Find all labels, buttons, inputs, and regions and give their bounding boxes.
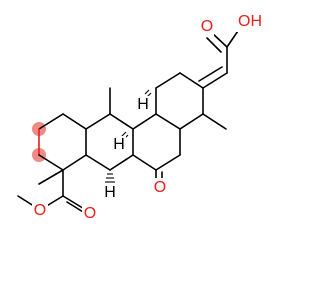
stereo-h-mid-label: H	[113, 136, 125, 153]
bond	[62, 113, 87, 130]
acid-hydroxyl-label: OH	[238, 13, 262, 30]
acid-carbonyl-o-label: O	[201, 18, 213, 35]
atom-ester-carbonyl-o: O	[82, 205, 98, 223]
stereo-h-top-label: H	[137, 96, 149, 113]
atom-ester-ether-o: O	[32, 202, 48, 220]
bond	[155, 113, 181, 130]
ketone-o-label: O	[154, 179, 166, 196]
bond	[179, 113, 204, 130]
bond	[62, 154, 87, 171]
hashed-bond-h-bottom	[105, 173, 115, 183]
bond	[85, 113, 111, 130]
stereo-h-bottom-label: H	[104, 184, 116, 201]
bond	[38, 113, 64, 130]
bond-acid-double-1	[211, 32, 228, 48]
atom-h-bottom: H	[103, 184, 117, 202]
bond	[38, 154, 64, 171]
atom-acid-carbonyl-o: O	[200, 18, 214, 36]
bond	[132, 154, 157, 171]
bond-methyl	[202, 113, 227, 130]
molecule-structure: OH O O O O H H H	[17, 12, 264, 223]
bond	[85, 154, 111, 171]
atom-acid-hydroxyl: OH	[236, 12, 264, 32]
bond	[179, 72, 204, 89]
bond-exo-double-1	[202, 72, 228, 89]
ester-ether-o-label: O	[34, 202, 46, 219]
bond	[155, 72, 181, 89]
bond	[132, 113, 157, 130]
ester-carbonyl-o-label: O	[84, 205, 96, 222]
bond	[109, 154, 134, 171]
bond	[155, 154, 181, 171]
bond-exo-double-2	[198, 66, 223, 82]
atom-h-mid: H	[112, 136, 126, 154]
bond	[109, 113, 134, 130]
atom-h-top: H	[136, 96, 150, 114]
bond-acid-double-2	[206, 37, 222, 53]
atom-ketone-o: O	[152, 178, 168, 196]
bond-methyl	[38, 169, 64, 185]
